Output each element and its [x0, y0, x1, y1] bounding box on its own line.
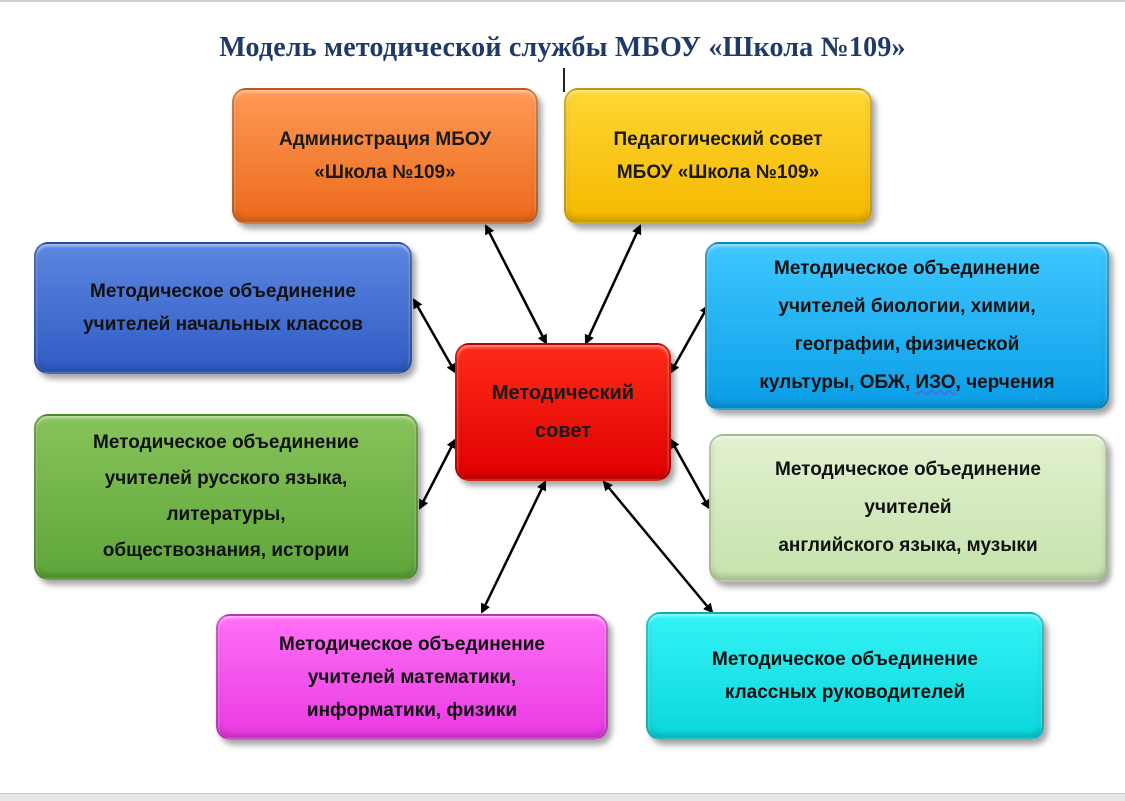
node-pedagogical-council: Педагогический совет МБОУ «Школа №109» — [564, 88, 872, 224]
node-methodical-council-line-2: совет — [534, 420, 592, 442]
text-cursor — [563, 68, 565, 92]
node-english-line-2: учителей — [864, 497, 952, 518]
node-mathematics: Методическое объединение учителей матема… — [216, 614, 608, 740]
node-pedagogical-council-line-1: Педагогический совет — [613, 129, 823, 150]
node-biology-chemistry: Методическое объединение учителей биолог… — [705, 242, 1109, 410]
node-primary-classes-line-1: Методическое объединение — [90, 281, 356, 302]
node-pedagogical-council-line-2: МБОУ «Школа №109» — [616, 162, 820, 183]
node-class-line-2: классных руководителей — [724, 682, 966, 703]
node-english-music: Методическое объединение учителей англий… — [709, 434, 1107, 582]
arrow-primary-center — [412, 298, 457, 374]
node-class-teachers: Методическое объединение классных руково… — [646, 612, 1044, 740]
node-math-line-2: учителей математики, — [307, 666, 517, 688]
node-administration: Администрация МБОУ «Школа №109» — [232, 88, 538, 224]
node-methodical-council: Методический совет — [455, 343, 671, 481]
node-biology-line-2: учителей биологии, химии, — [778, 296, 1036, 317]
node-biology-line-4: культуры, ОБЖ, ИЗО, черчения — [759, 364, 1054, 402]
node-biology-line-3: географии, физической — [794, 334, 1020, 355]
node-russian-line-1: Методическое объединение — [93, 432, 359, 453]
node-administration-line-2: «Школа №109» — [314, 162, 456, 183]
node-math-line-1: Методическое объединение — [279, 633, 545, 655]
node-biology-line-1: Методическое объединение — [774, 258, 1040, 279]
arrow-ped-center — [584, 224, 642, 345]
node-biology-line-4b: ИЗО — [915, 372, 956, 393]
node-methodical-council-line-1: Методический — [491, 382, 635, 404]
node-biology-line-4a: культуры, ОБЖ, — [759, 372, 916, 393]
node-russian-language: Методическое объединение учителей русско… — [34, 414, 418, 580]
arrow-russian-center — [418, 438, 457, 510]
arrow-math-center — [480, 480, 547, 614]
node-primary-classes: Методическое объединение учителей началь… — [34, 242, 412, 374]
node-english-line-3: английского языка, музыки — [778, 535, 1038, 556]
page-top-border — [0, 0, 1125, 2]
arrow-english-center — [669, 438, 711, 510]
node-russian-line-3: литературы, — [166, 504, 286, 525]
arrow-biology-center — [669, 304, 710, 374]
node-math-line-3: информатики, физики — [306, 699, 518, 721]
arrow-admin-center — [484, 224, 548, 345]
node-russian-line-4: обществознания, истории — [102, 540, 350, 561]
node-administration-line-1: Администрация МБОУ — [278, 129, 492, 150]
page-bottom-border — [0, 793, 1125, 801]
node-class-line-1: Методическое объединение — [712, 649, 978, 670]
node-russian-line-2: учителей русского языка, — [104, 468, 348, 489]
node-primary-classes-line-2: учителей начальных классов — [83, 314, 363, 335]
diagram-title: Модель методической службы МБОУ «Школа №… — [219, 32, 906, 63]
node-biology-line-4c: , черчения — [955, 372, 1055, 393]
node-english-line-1: Методическое объединение — [775, 459, 1041, 480]
arrow-class-center — [602, 480, 714, 614]
